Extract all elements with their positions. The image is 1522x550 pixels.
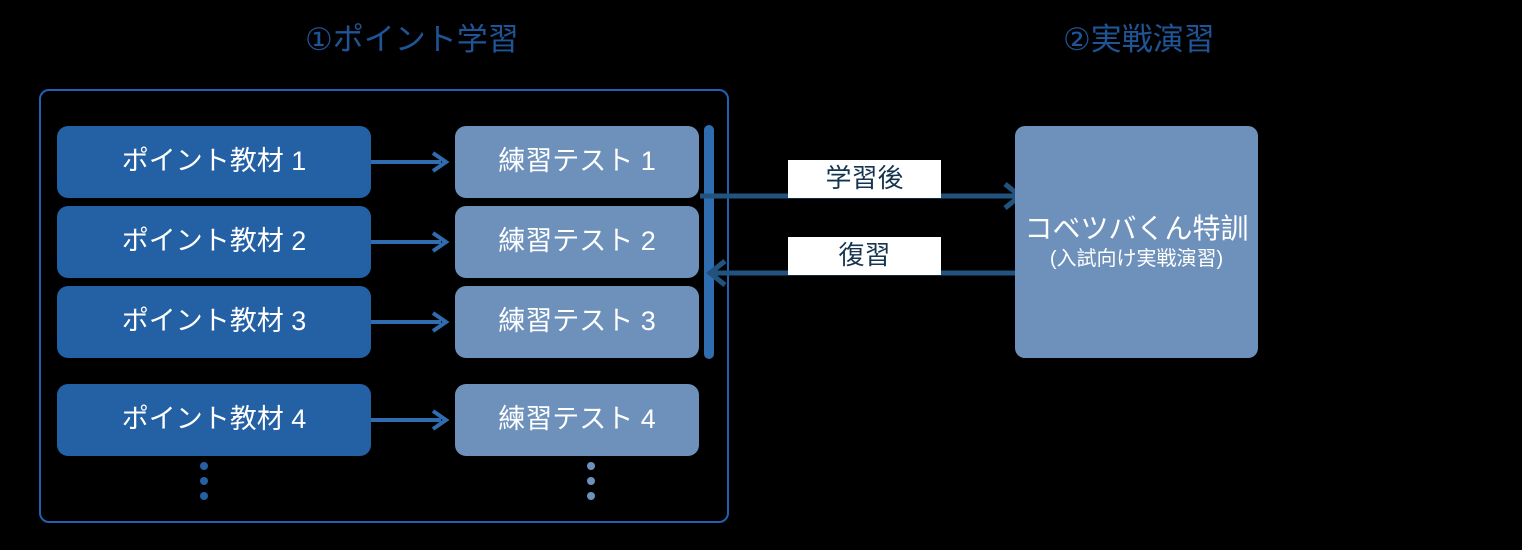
practice-training-subtitle: (入試向け実戦演習) xyxy=(1049,248,1224,271)
practice-training-box[interactable]: コベツバくん特訓 (入試向け実戦演習) xyxy=(1015,126,1258,358)
test-card-1[interactable]: 練習テスト 1 xyxy=(455,126,699,198)
test-card-4[interactable]: 練習テスト 4 xyxy=(455,384,699,456)
arrow-right-icon-row-1 xyxy=(371,151,450,173)
practice-training-title: コベツバくん特訓 xyxy=(1024,212,1249,244)
ellipsis-dot xyxy=(587,462,595,470)
material-card-1[interactable]: ポイント教材 1 xyxy=(57,126,371,198)
arrow-right-icon-row-2 xyxy=(371,231,450,253)
section-title-point-study: ①ポイント学習 xyxy=(305,22,519,57)
point-study-container xyxy=(39,89,729,523)
material-card-4-label: ポイント教材 4 xyxy=(121,404,307,435)
material-card-4[interactable]: ポイント教材 4 xyxy=(57,384,371,456)
test-card-4-label: 練習テスト 4 xyxy=(498,404,656,435)
test-card-2-label: 練習テスト 2 xyxy=(498,226,656,257)
material-card-3[interactable]: ポイント教材 3 xyxy=(57,286,371,358)
material-card-1-label: ポイント教材 1 xyxy=(121,146,307,177)
test-card-1-label: 練習テスト 1 xyxy=(498,146,656,177)
section-title-practical-training: ②実戦演習 xyxy=(1063,22,1215,57)
ellipsis-dot xyxy=(200,477,208,485)
test-card-2[interactable]: 練習テスト 2 xyxy=(455,206,699,278)
ellipsis-dot xyxy=(200,462,208,470)
test-card-3-label: 練習テスト 3 xyxy=(498,306,656,337)
material-card-2[interactable]: ポイント教材 2 xyxy=(57,206,371,278)
arrow-right-icon-row-3 xyxy=(371,311,450,333)
connector-label-after-study: 学習後 xyxy=(788,160,941,198)
arrow-right-icon-row-4 xyxy=(371,409,450,431)
ellipsis-dot xyxy=(200,492,208,500)
test-continuation-ellipsis-icon xyxy=(587,462,595,500)
material-card-3-label: ポイント教材 3 xyxy=(121,306,307,337)
ellipsis-dot xyxy=(587,477,595,485)
ellipsis-dot xyxy=(587,492,595,500)
connector-label-review: 復習 xyxy=(788,237,941,275)
test-collector-bar xyxy=(704,125,714,359)
material-card-2-label: ポイント教材 2 xyxy=(121,226,307,257)
test-card-3[interactable]: 練習テスト 3 xyxy=(455,286,699,358)
material-continuation-ellipsis-icon xyxy=(200,462,208,500)
